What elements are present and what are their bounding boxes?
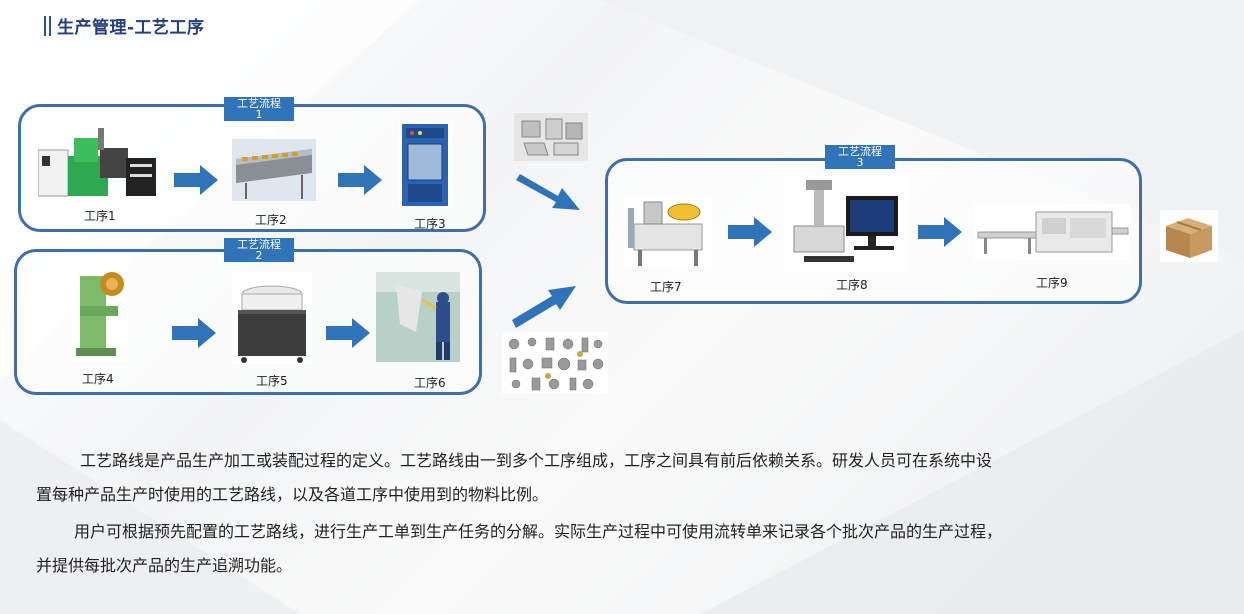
paragraph-line: 并提供每批次产品的生产追溯功能。 xyxy=(36,556,293,575)
step-label: 工序6 xyxy=(414,376,446,390)
step-label: 工序5 xyxy=(256,374,288,388)
metal-fasteners-image xyxy=(502,332,608,394)
group-label-number: 2 xyxy=(255,249,263,262)
step-label: 工序9 xyxy=(1036,276,1068,290)
process-group-3-label: 工艺流程 3 xyxy=(825,145,895,169)
assembly-machine-image xyxy=(624,196,712,268)
group-label-text: 工艺流程 xyxy=(838,145,882,158)
step-label: 工序2 xyxy=(255,213,287,227)
merge-arrow-icon xyxy=(512,286,576,328)
step-label: 工序4 xyxy=(82,372,114,386)
step-label: 工序8 xyxy=(836,278,868,292)
flow-arrow-icon xyxy=(174,165,218,195)
page-header: 生产管理-工艺工序 xyxy=(44,13,205,38)
paragraph-line: 工艺路线是产品生产加工或装配过程的定义。工艺路线由一到多个工序组成，工序之间具有… xyxy=(80,451,993,470)
paragraph-line: 置每种产品生产时使用的工艺路线，以及各道工序中使用到的物料比例。 xyxy=(36,485,549,504)
process-group-1-label: 工艺流程 1 xyxy=(224,97,294,121)
carton-box-image xyxy=(1160,210,1218,262)
test-station-image xyxy=(784,176,908,272)
group-label-text: 工艺流程 xyxy=(237,238,281,251)
step-label: 工序1 xyxy=(84,209,116,223)
flow-arrow-icon xyxy=(918,217,962,247)
description-paragraph-1: 工艺路线是产品生产加工或装配过程的定义。工艺路线由一到多个工序组成，工序之间具有… xyxy=(36,444,1196,512)
step-label: 工序7 xyxy=(650,280,682,294)
injection-molding-machine-image xyxy=(38,128,156,197)
group-label-number: 1 xyxy=(255,108,263,121)
page-title: 生产管理-工艺工序 xyxy=(57,18,205,38)
flow-arrow-icon xyxy=(338,165,382,195)
punch-press-image xyxy=(72,266,128,362)
merge-arrow-icon xyxy=(516,174,580,210)
washing-tank-image xyxy=(232,139,316,201)
process-group-2-label: 工艺流程 2 xyxy=(224,238,294,262)
group-label-text: 工艺流程 xyxy=(237,97,281,110)
flow-arrow-icon xyxy=(728,217,772,247)
step-label: 工序3 xyxy=(414,217,446,231)
header-accent-bar-2 xyxy=(49,15,51,36)
header-accent-bar xyxy=(44,15,46,36)
sheet-metal-parts-image xyxy=(514,113,588,161)
blue-cabinet-machine-image xyxy=(398,122,452,208)
flow-arrow-icon xyxy=(172,318,216,348)
group-label-number: 3 xyxy=(856,156,864,169)
description-paragraph-2: 用户可根据预先配置的工艺路线，进行生产工单到生产任务的分解。实际生产过程中可使用… xyxy=(36,515,1196,583)
packaging-line-image xyxy=(974,204,1130,260)
flow-arrow-icon xyxy=(326,318,370,348)
paragraph-line: 用户可根据预先配置的工艺路线，进行生产工单到生产任务的分解。实际生产过程中可使用… xyxy=(74,522,1003,541)
spray-booth-image xyxy=(376,272,460,362)
polishing-machine-image xyxy=(232,272,312,364)
